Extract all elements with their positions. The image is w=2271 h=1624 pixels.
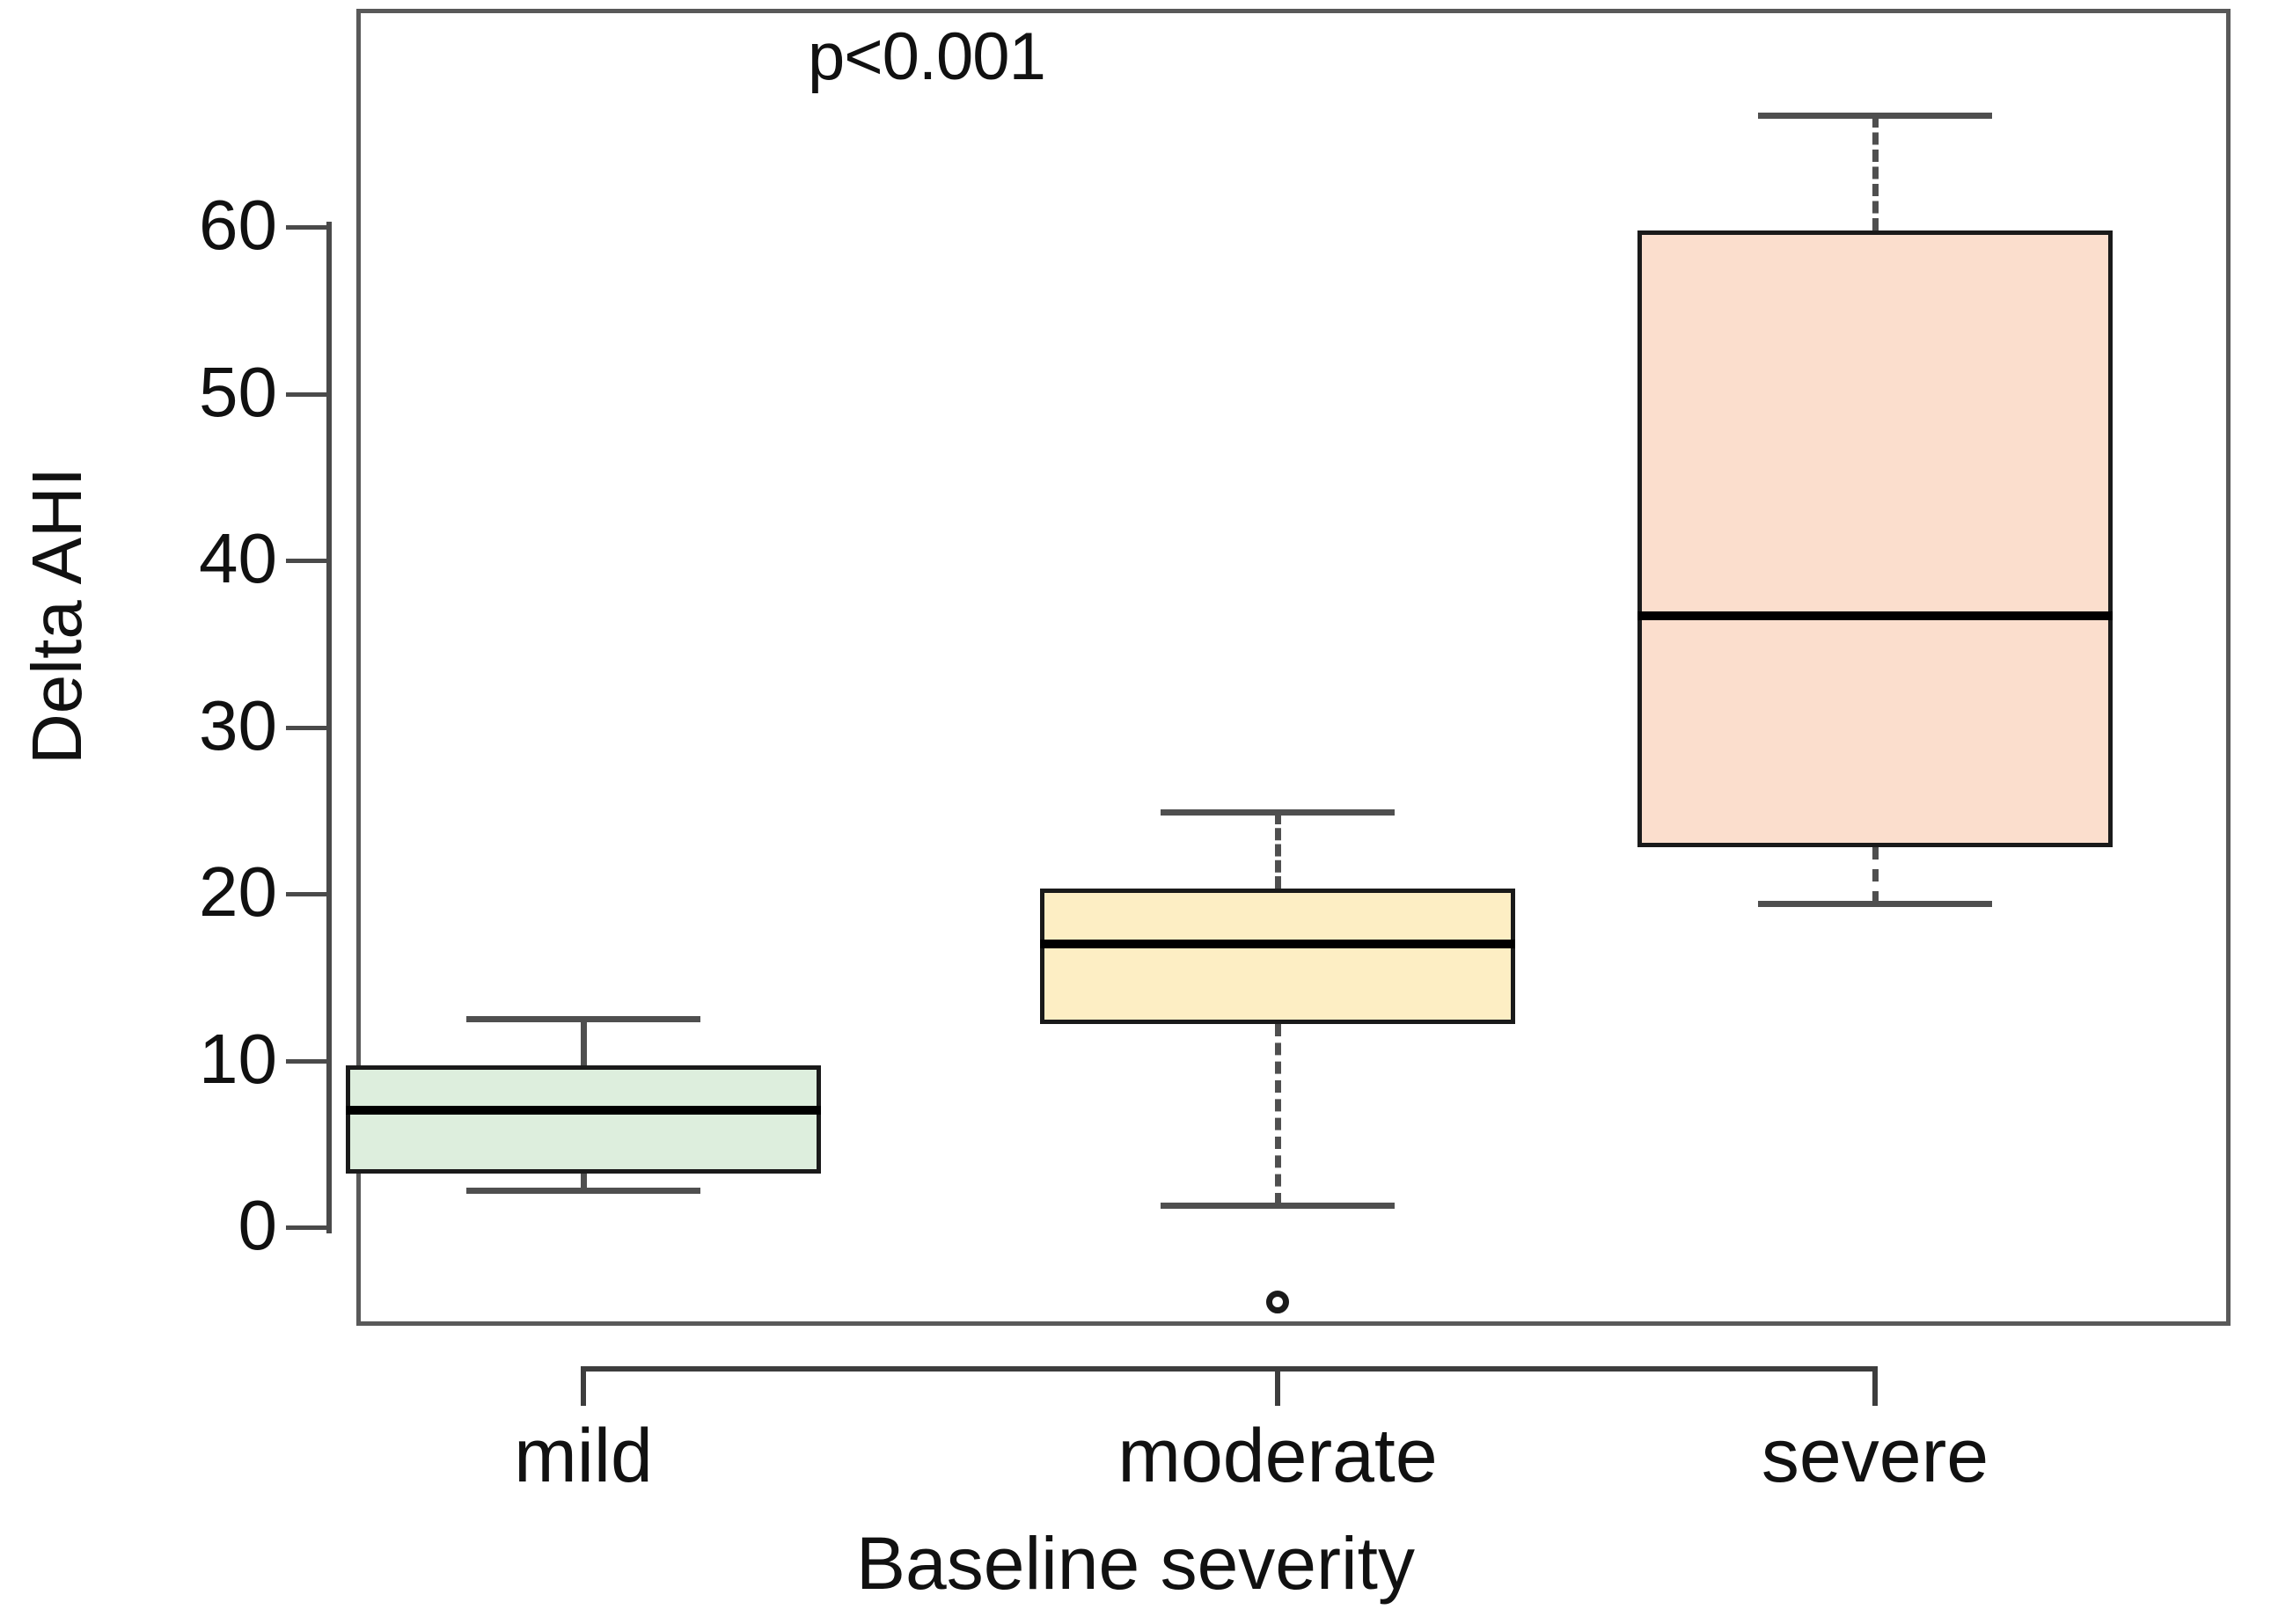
x-tick-label-mild: mild (514, 1414, 653, 1498)
whisker-cap-low-mild (466, 1188, 700, 1195)
outlier-point-moderate (1266, 1291, 1289, 1314)
x-tick-severe (1872, 1366, 1878, 1406)
y-tick-30 (286, 725, 330, 730)
y-tick-40 (286, 559, 330, 563)
whisker-upper-moderate (1275, 812, 1281, 889)
y-axis-line (326, 222, 332, 1233)
whisker-lower-mild (581, 1174, 587, 1191)
whisker-cap-high-mild (466, 1016, 700, 1023)
whisker-cap-low-severe (1758, 901, 1992, 908)
whisker-upper-severe (1872, 115, 1879, 230)
y-tick-label: 0 (238, 1186, 278, 1264)
x-tick-label-moderate: moderate (1117, 1414, 1438, 1498)
y-tick-label: 50 (199, 352, 277, 431)
whisker-lower-moderate (1275, 1023, 1281, 1206)
median-mild (346, 1106, 821, 1116)
x-tick-moderate (1275, 1366, 1280, 1406)
y-tick-10 (286, 1058, 330, 1064)
box-moderate (1040, 889, 1515, 1024)
whisker-upper-mild (581, 1019, 587, 1066)
y-tick-label: 10 (199, 1019, 277, 1098)
box-mild (346, 1065, 821, 1174)
whisker-cap-low-moderate (1161, 1203, 1395, 1210)
x-tick-mild (581, 1366, 586, 1406)
y-tick-label: 20 (199, 852, 277, 931)
whisker-cap-high-moderate (1161, 809, 1395, 816)
box-severe (1637, 230, 2113, 847)
y-tick-label: 30 (199, 685, 277, 764)
whisker-cap-high-severe (1758, 113, 1992, 120)
whisker-lower-severe (1872, 846, 1879, 904)
y-tick-label: 60 (199, 186, 277, 264)
y-tick-0 (286, 1225, 330, 1230)
y-tick-60 (286, 225, 330, 230)
p-value-annotation: p<0.001 (808, 19, 1046, 94)
x-axis-line (581, 1366, 1874, 1372)
y-tick-50 (286, 391, 330, 397)
median-moderate (1040, 939, 1515, 948)
x-axis-title: Baseline severity (856, 1522, 1415, 1605)
x-tick-label-severe: severe (1761, 1414, 1989, 1498)
y-tick-label: 40 (199, 519, 277, 597)
y-tick-20 (286, 892, 330, 896)
median-severe (1637, 611, 2113, 620)
